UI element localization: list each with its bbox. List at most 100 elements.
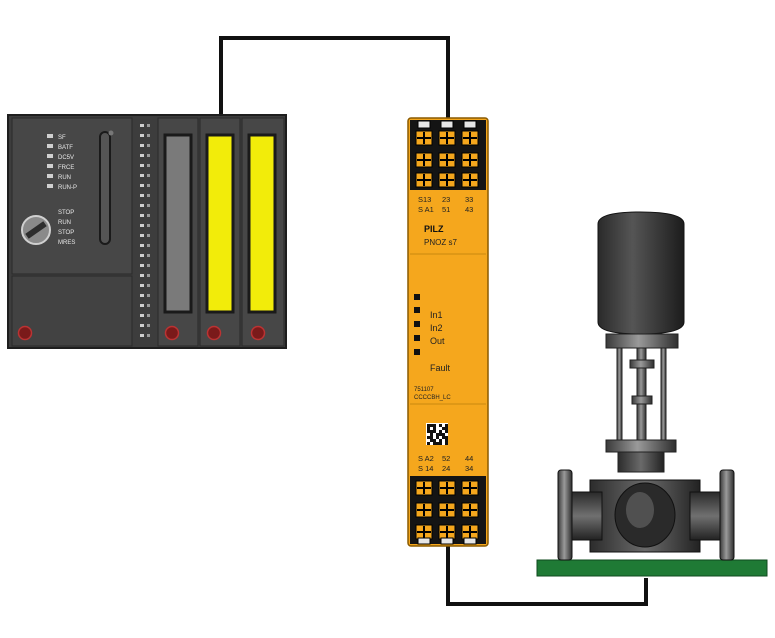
relay-led-out [414,321,420,327]
relay-bottom-label-2-2: 24 [442,464,450,473]
relay-bottom-label-1-2: 52 [442,454,450,463]
plc-terminal-pin [147,124,150,127]
plc-terminal-pin [147,134,150,137]
relay-part-number: 751107 [414,387,434,393]
relay-led-in2 [414,307,420,313]
relay-top-label-1-2: 23 [442,195,450,204]
plc-terminal-pin [147,164,150,167]
plc-terminal-pin [147,304,150,307]
relay-bottom-screws [415,480,479,545]
plc-module-yellow-2-label [247,133,277,314]
relay-bottom-label-2-1: S 14 [418,464,433,473]
plc-terminal-pin [140,324,144,327]
plc-mode-switch-slot [25,221,47,239]
relay-bottom-label-1-3: 44 [465,454,473,463]
plc-red-button-module-3[interactable] [250,325,266,341]
plc-terminal-pin [147,154,150,157]
plc-terminal-pin [147,204,150,207]
plc-mode-label-stop2: STOP [58,230,74,236]
relay-led-label-in1: In1 [430,310,443,320]
plc-terminal-pin [147,314,150,317]
plc-terminal-pin [140,264,144,267]
plc-module-yellow-1-label [205,133,235,314]
plc-terminal-pin [140,304,144,307]
plc-controller: SF BATF DC5V FRCE RUN RUN-P STOP RUN STO… [7,114,287,349]
relay-led-extra [414,335,420,341]
relay-led-label-fault: Fault [430,363,451,373]
relay-bottom-label-1-1: S A2 [418,454,434,463]
terminal-plug [417,537,431,545]
plc-terminal-pin [140,214,144,217]
plc-terminal-pin [140,124,144,127]
plc-mode-label-stop: STOP [58,210,74,216]
plc-terminal-pin [140,284,144,287]
plc-terminal-pin [140,134,144,137]
wire-plc-to-relay [219,36,450,118]
valve-bonnet [617,451,665,473]
plc-module-gray-label [163,133,193,314]
plc-terminal-pin [140,254,144,257]
plc-terminal-pin [147,224,150,227]
valve-actuator-housing [597,211,685,335]
plc-terminal-pin [140,204,144,207]
plc-label-run: RUN [58,175,71,181]
terminal-plug [463,537,477,545]
terminal-plug [440,537,454,545]
plc-terminal-pin [140,194,144,197]
relay-led-in1 [414,294,420,300]
valve-yoke-plate [605,333,679,349]
plc-terminal-pin [147,194,150,197]
relay-serial-code: CCCCBH_LC [414,395,451,401]
plc-memory-card-slot [99,131,111,245]
relay-top-label-1-1: S13 [418,195,431,204]
relay-top-label-2-3: 43 [465,205,473,214]
plc-label-dc5v: DC5V [58,155,74,161]
relay-top-label-2-1: S A1 [418,205,434,214]
plc-terminal-pin [147,244,150,247]
valve-yoke-post-left [616,347,623,441]
plc-label-sf: SF [58,135,66,141]
plc-terminal-pin [140,294,144,297]
relay-led-fault [414,349,420,355]
terminal-plug [463,120,477,129]
relay-top-label-1-3: 33 [465,195,473,204]
plc-mode-label-mres: MRES [58,240,75,246]
plc-terminal-pin [140,274,144,277]
valve-base-plate [536,559,768,577]
valve-yoke-post-right [660,347,667,441]
relay-led-label-out: Out [430,336,445,346]
relay-brand: PILZ [424,224,444,234]
plc-red-button-module-1[interactable] [164,325,180,341]
plc-terminal-pin [140,184,144,187]
valve-flange-left [557,469,573,561]
wire-relay-to-valve [446,545,648,606]
valve-stem-nut [629,359,655,369]
relay-qr-code [426,423,448,445]
plc-red-button-cpu[interactable] [17,325,33,341]
plc-terminal-pin [147,284,150,287]
relay-bottom-label-2-3: 34 [465,464,473,473]
terminal-plug [440,120,454,129]
relay-top-label-2-2: 51 [442,205,450,214]
valve-flange-right [719,469,735,561]
plc-red-button-module-2[interactable] [206,325,222,341]
plc-indicator-dot [108,130,114,136]
plc-terminal-pin [147,264,150,267]
plc-terminal-pin [147,254,150,257]
plc-terminal-pin [140,144,144,147]
plc-terminal-pin [140,314,144,317]
safety-relay: S13 23 33 S A1 51 43 PILZ PNOZ s7 In1 In… [407,117,489,547]
plc-terminal-pin [147,184,150,187]
valve-bonnet-flange [605,439,677,453]
plc-terminal-pin [140,244,144,247]
plc-mode-label-run: RUN [58,220,71,226]
plc-terminal-strip [140,124,150,337]
plc-terminal-pin [140,174,144,177]
plc-terminal-pin [147,274,150,277]
plc-terminal-pin [147,144,150,147]
plc-label-run-p: RUN-P [58,185,77,191]
plc-terminal-pin [140,154,144,157]
plc-terminal-pin [147,174,150,177]
